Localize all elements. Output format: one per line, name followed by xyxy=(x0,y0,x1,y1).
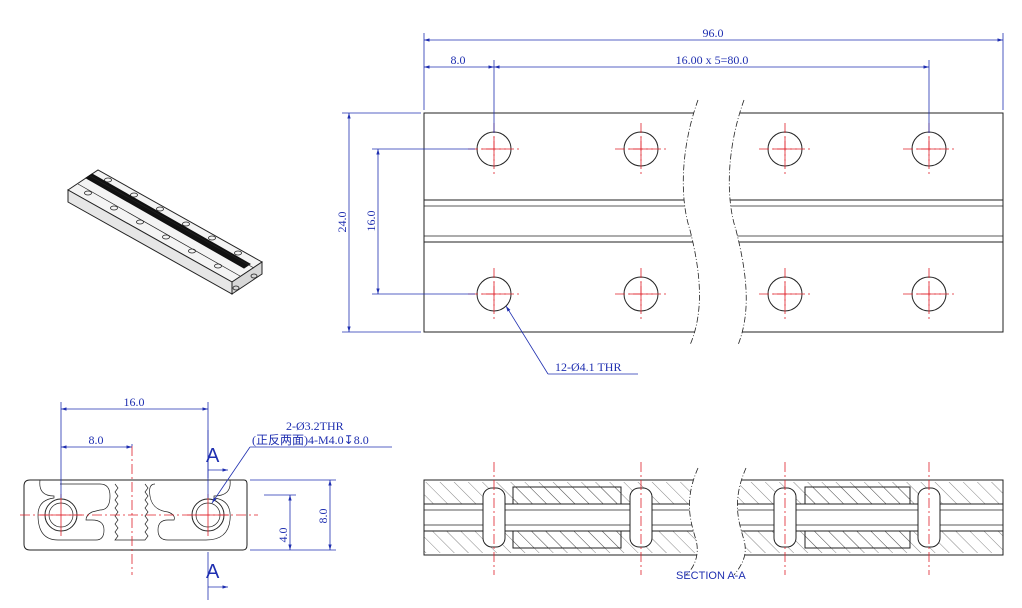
hole-callout: 12-Ø4.1 THR xyxy=(555,360,621,374)
dim-overall-length: 96.0 xyxy=(703,26,724,40)
end-dim-half-height: 4.0 xyxy=(276,528,290,543)
section-mark-top: A xyxy=(206,445,220,467)
end-note-line2: (正反两面)4-M4.0↧8.0 xyxy=(252,433,369,447)
end-dim-width: 16.0 xyxy=(124,395,145,409)
section-mark-bottom: A xyxy=(206,561,220,583)
section-label: SECTION A-A xyxy=(676,570,746,582)
top-view: 96.0 8.0 16.00 x 5=80.0 24.0 16.0 12-Ø4.… xyxy=(335,26,1004,375)
dim-first-hole-offset: 8.0 xyxy=(451,53,466,67)
hole-centerlines xyxy=(468,123,955,320)
end-note-line1: 2-Ø3.2THR xyxy=(286,419,344,433)
dim-hole-spacing: 16.0 xyxy=(364,211,378,232)
dim-hole-pitch: 16.00 x 5=80.0 xyxy=(676,53,749,67)
end-dim-half-width: 8.0 xyxy=(89,433,104,447)
dim-width: 24.0 xyxy=(335,212,349,233)
end-view: A A 16.0 8.0 8.0 4.0 2-Ø3.2THR (正反两面)4-M… xyxy=(20,395,392,600)
isometric-view xyxy=(67,169,263,295)
end-dim-height: 8.0 xyxy=(316,509,330,524)
section-view: SECTION A-A xyxy=(423,462,1004,582)
